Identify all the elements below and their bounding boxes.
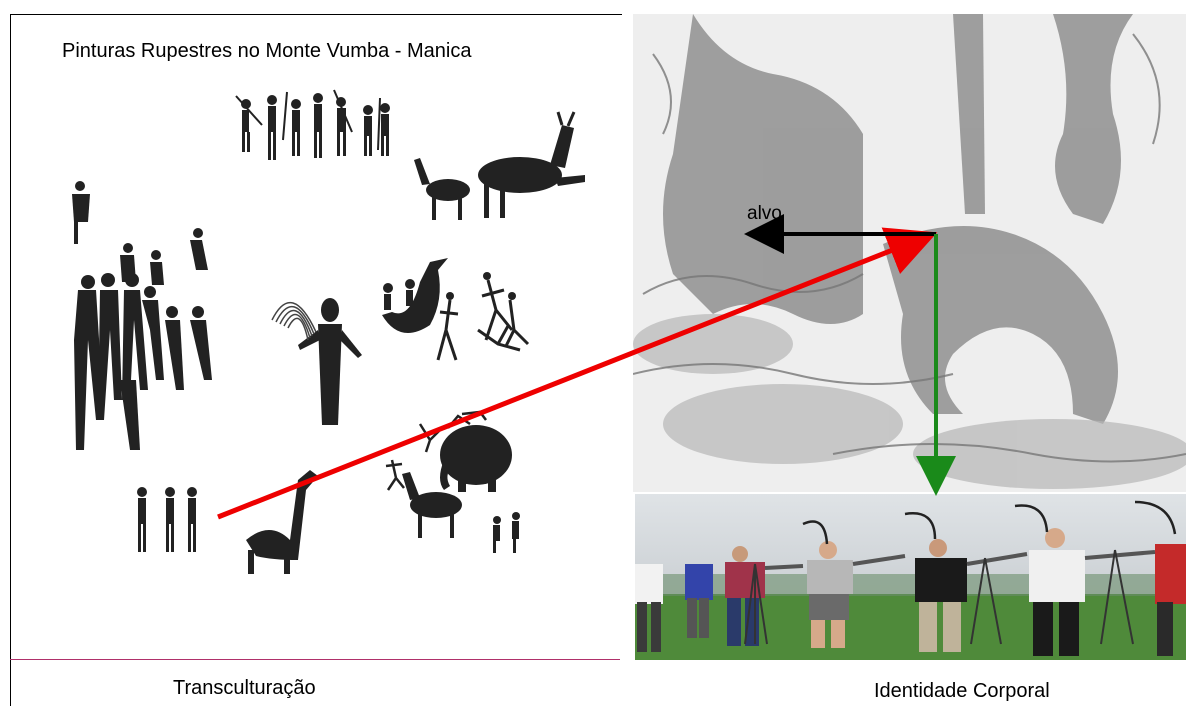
- giraffe-figure: [246, 470, 318, 574]
- hunter-figure: [313, 93, 323, 158]
- rock-art-figure: [72, 181, 90, 244]
- archer-figure: [807, 541, 853, 648]
- rainbow-lines: [271, 301, 317, 341]
- rock-art-figure-cluster: [436, 279, 530, 361]
- hunter-figure: [291, 99, 301, 156]
- archery-photo: [635, 494, 1186, 660]
- caption-right: Identidade Corporal: [874, 680, 1050, 702]
- caption-left: Transculturação: [173, 677, 316, 699]
- frame-left-border: [10, 14, 11, 706]
- hunter-group-bottom: [137, 487, 197, 552]
- divider-rule: [10, 659, 620, 660]
- antelope-figure: [414, 158, 470, 220]
- archer-figure: [915, 539, 967, 652]
- target-label: alvo: [747, 203, 782, 224]
- hunter-figure: [267, 95, 277, 160]
- antelope-figure: [478, 111, 585, 218]
- elephant-figure: [440, 425, 512, 492]
- archer-figure: [685, 564, 713, 638]
- antelope-figure: [402, 472, 462, 538]
- archer-figure: [635, 564, 663, 652]
- rock-art-figure-cluster: [74, 228, 212, 450]
- archer-figure: [1155, 544, 1186, 656]
- rock-art-figure: [493, 512, 520, 553]
- rock-art-panel: [72, 89, 585, 574]
- hunter-figure: [363, 105, 373, 156]
- hunter-figure: [380, 103, 390, 156]
- hunter-figure: [241, 99, 251, 152]
- hunter-group-top: [241, 93, 390, 160]
- slide-title: Pinturas Rupestres no Monte Vumba - Mani…: [62, 40, 472, 62]
- rock-art-figure: [382, 258, 448, 333]
- hunter-sketch-image: [633, 14, 1186, 492]
- frame-top-border: [10, 14, 622, 15]
- archer-figure: [1029, 528, 1085, 656]
